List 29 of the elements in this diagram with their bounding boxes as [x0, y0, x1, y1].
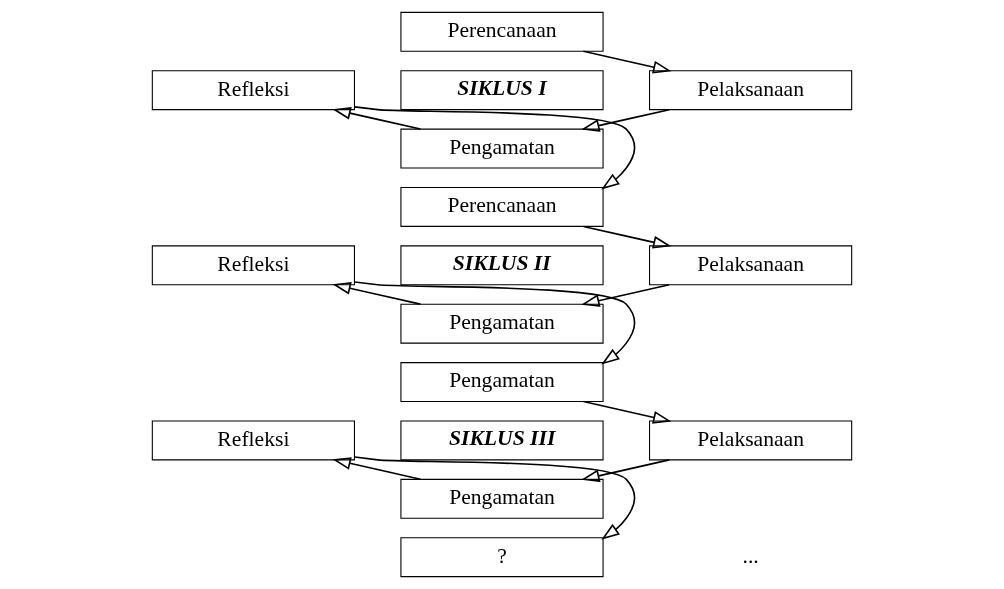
arrow — [582, 400, 672, 424]
arrow — [332, 457, 422, 481]
node-box: SIKLUS II — [400, 245, 604, 286]
node-box: Pengamatan — [400, 303, 604, 344]
node-box: Perencanaan — [400, 186, 604, 227]
node-box: SIKLUS I — [400, 70, 604, 111]
arrow — [332, 106, 422, 130]
node-box: Refleksi — [151, 245, 355, 286]
arrow — [581, 284, 670, 307]
node-box: SIKLUS III — [400, 420, 604, 461]
node-box: Refleksi — [151, 70, 355, 111]
node-box: Pelaksanaan — [649, 245, 853, 286]
node-box: Pelaksanaan — [649, 70, 853, 111]
label: ... — [742, 543, 759, 568]
arrow — [332, 282, 422, 305]
arrow — [581, 459, 670, 483]
node-box: Refleksi — [151, 420, 355, 461]
arrow — [353, 456, 636, 540]
arrow — [353, 106, 636, 190]
arrow — [582, 225, 672, 249]
arrow — [353, 281, 636, 365]
node-box: Pengamatan — [400, 128, 604, 169]
node-box: Pengamatan — [400, 362, 604, 403]
node-box: Pelaksanaan — [649, 420, 853, 461]
arrow — [581, 108, 670, 132]
arrow — [582, 50, 672, 74]
node-box: ? — [400, 537, 604, 578]
node-box: Perencanaan — [400, 11, 604, 52]
node-box: Pengamatan — [400, 478, 604, 519]
